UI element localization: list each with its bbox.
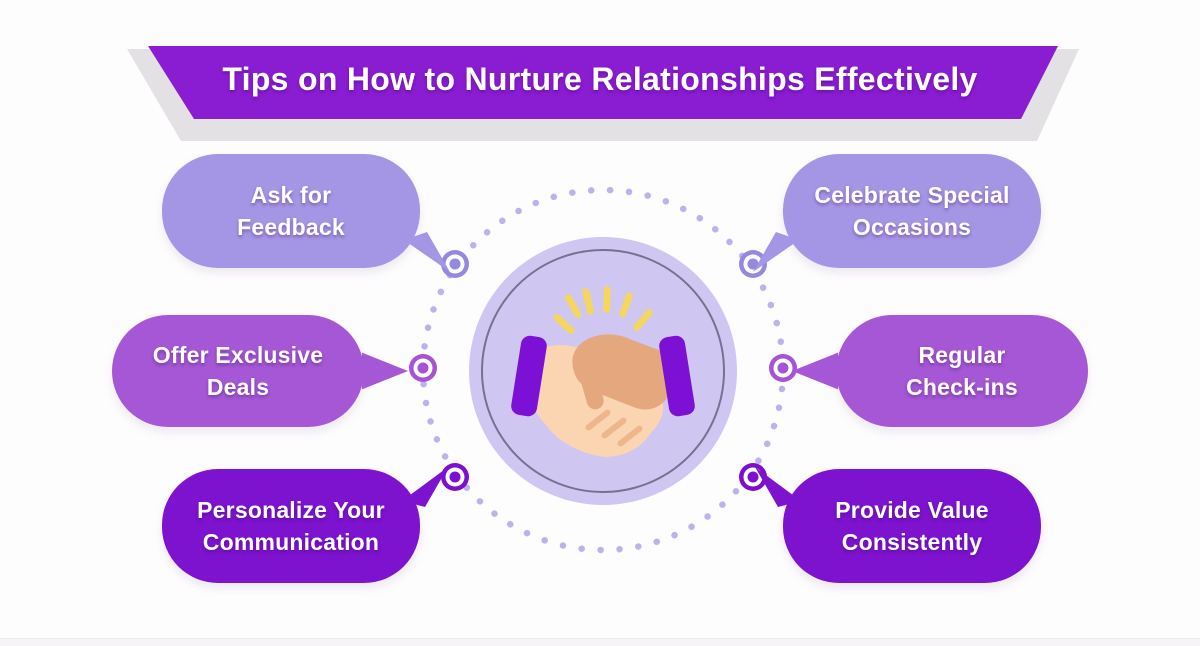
right-sleeve-shape (659, 335, 695, 417)
bubble-tail (792, 352, 838, 390)
bubble-label: Ask for Feedback (237, 181, 345, 240)
bubble-label: Provide Value Consistently (835, 496, 989, 555)
connector-ring-bottom-left (441, 463, 469, 491)
bubble-tail (402, 467, 448, 507)
bubble-label: Personalize Your Communication (197, 496, 385, 555)
tan-hand-shape (572, 334, 667, 410)
bubble-offer-exclusive-deals: Offer Exclusive Deals (112, 315, 408, 427)
bubble-tail (404, 232, 450, 272)
tan-thumb-shape (579, 366, 604, 410)
footer-strip (0, 638, 1200, 646)
bubble-tail (753, 232, 799, 272)
left-sleeve-shape (511, 335, 547, 417)
bubble-label: Regular Check-ins (906, 341, 1018, 400)
dotted-orbit-circle (419, 186, 787, 554)
bubble-personalize-your-communication: Personalize Your Communication (162, 467, 448, 583)
sparkle-rays (553, 286, 653, 334)
bubble-label: Celebrate Special Occasions (814, 181, 1010, 240)
bubble-tail (362, 352, 408, 390)
handshake-icon (511, 286, 695, 457)
connector-rings (409, 250, 797, 491)
bubble-celebrate-special-occasions: Celebrate Special Occasions (753, 154, 1041, 272)
center-circle (469, 237, 737, 505)
bubble-regular-check-ins: Regular Check-ins (792, 315, 1088, 427)
bubble-tail (755, 467, 801, 507)
connector-ring-middle-right (769, 354, 797, 382)
connector-ring-middle-left (409, 354, 437, 382)
page-title: Tips on How to Nurture Relationships Eff… (222, 61, 978, 97)
bubble-ask-for-feedback: Ask for Feedback (162, 154, 450, 272)
finger-creases (585, 409, 643, 447)
bubble-label: Offer Exclusive Deals (152, 341, 324, 400)
light-hand-shape (533, 345, 664, 457)
bubble-provide-value-consistently: Provide Value Consistently (755, 467, 1041, 583)
